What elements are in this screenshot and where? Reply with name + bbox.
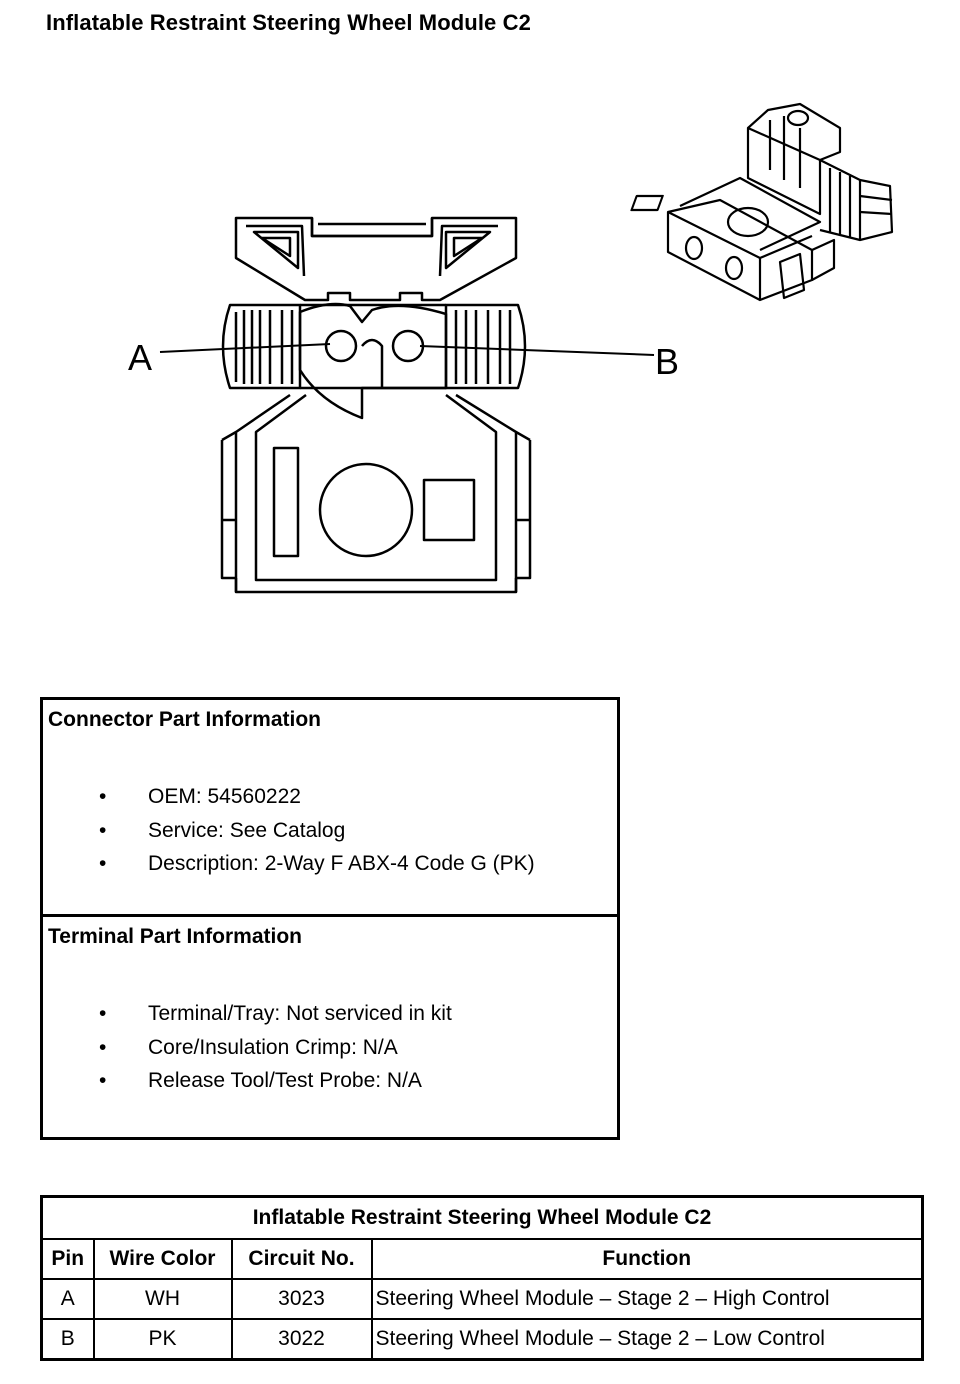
- bullet-icon: •: [99, 1069, 107, 1092]
- part-info-box: Connector Part Information •OEM: 5456022…: [40, 697, 620, 1140]
- pin-a-label: A: [128, 337, 152, 378]
- column-header: Circuit No.: [230, 1238, 373, 1280]
- pin-table: Inflatable Restraint Steering Wheel Modu…: [40, 1195, 924, 1361]
- list-item: •Release Tool/Test Probe: N/A: [43, 1064, 452, 1098]
- bullet-icon: •: [99, 818, 107, 842]
- table-cell: 3022: [230, 1318, 373, 1361]
- column-header: Pin: [40, 1238, 95, 1280]
- list-item: •OEM: 54560222: [43, 780, 535, 814]
- connector-info-section: Connector Part Information •OEM: 5456022…: [43, 700, 617, 917]
- table-header-row: Pin Wire Color Circuit No. Function: [40, 1238, 924, 1280]
- page-title: Inflatable Restraint Steering Wheel Modu…: [46, 10, 531, 35]
- bullet-icon: •: [99, 852, 107, 875]
- list-item: •Service: See Catalog: [43, 814, 535, 848]
- connector-diagram: A B: [128, 102, 894, 594]
- table-row: B PK 3022 Steering Wheel Module – Stage …: [40, 1318, 924, 1361]
- connector-isometric-view: [630, 102, 894, 302]
- list-item: •Terminal/Tray: Not serviced in kit: [43, 997, 452, 1031]
- table-cell: A: [40, 1278, 95, 1320]
- list-item: •Core/Insulation Crimp: N/A: [43, 1031, 452, 1065]
- table-cell: B: [40, 1318, 95, 1361]
- bullet-icon: •: [99, 1002, 107, 1025]
- table-caption-row: Inflatable Restraint Steering Wheel Modu…: [40, 1195, 924, 1240]
- terminal-info-heading: Terminal Part Information: [48, 925, 302, 948]
- table-cell: PK: [92, 1318, 233, 1361]
- table-cell: 3023: [230, 1278, 373, 1320]
- column-header: Wire Color: [92, 1238, 233, 1280]
- table-caption: Inflatable Restraint Steering Wheel Modu…: [40, 1195, 924, 1240]
- terminal-info-list: •Terminal/Tray: Not serviced in kit •Cor…: [43, 997, 452, 1098]
- terminal-info-section: Terminal Part Information •Terminal/Tray…: [43, 917, 617, 1134]
- table-cell: WH: [92, 1278, 233, 1320]
- pin-b-label: B: [655, 341, 679, 382]
- table-cell: Steering Wheel Module – Stage 2 – Low Co…: [370, 1318, 924, 1361]
- table-row: A WH 3023 Steering Wheel Module – Stage …: [40, 1278, 924, 1320]
- connector-lower-body: [220, 393, 532, 594]
- list-item: •Description: 2-Way F ABX-4 Code G (PK): [43, 847, 535, 881]
- connector-upper-latch: [234, 216, 518, 302]
- bullet-icon: •: [99, 1035, 107, 1059]
- connector-info-list: •OEM: 54560222 •Service: See Catalog •De…: [43, 780, 535, 881]
- connector-info-heading: Connector Part Information: [48, 708, 322, 731]
- table-cell: Steering Wheel Module – Stage 2 – High C…: [370, 1278, 924, 1320]
- connector-mid-body: [221, 302, 527, 420]
- bullet-icon: •: [99, 785, 107, 808]
- column-header: Function: [370, 1238, 924, 1280]
